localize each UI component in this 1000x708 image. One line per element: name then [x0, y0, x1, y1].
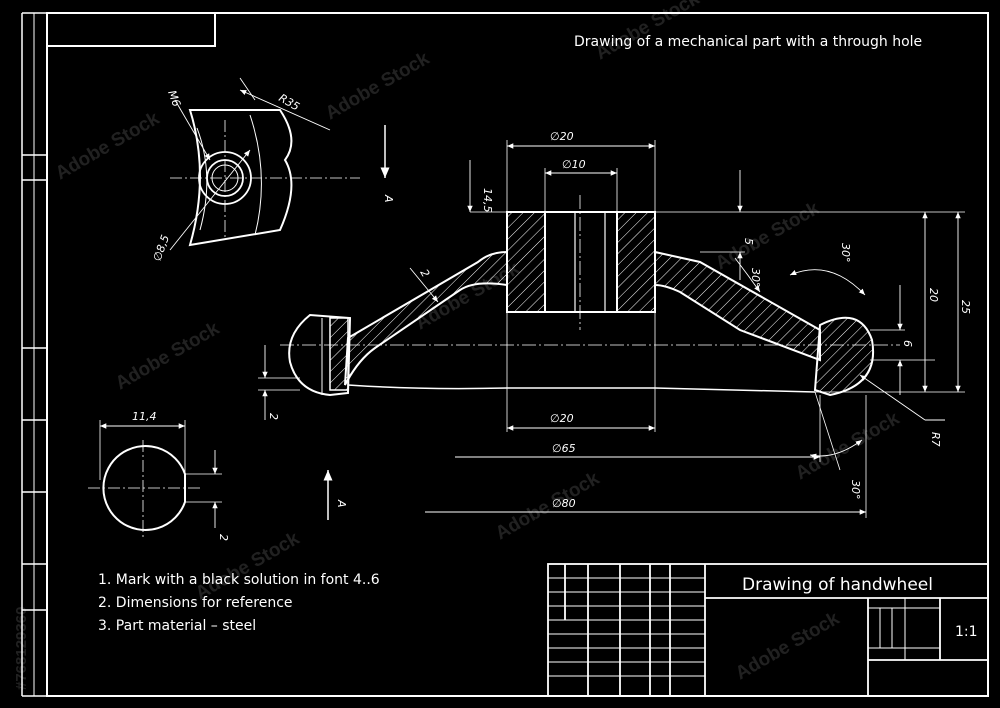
watermark-text: Adobe Stock	[712, 198, 823, 274]
dim-h20: 20	[927, 288, 940, 302]
dim-m6: M6	[165, 89, 183, 109]
detail-view-threaded-hole: M6 R35 ∅8,5	[151, 77, 360, 263]
dim-angle-30-1: 30°	[839, 243, 852, 263]
watermark-text: Adobe Stock	[792, 408, 903, 484]
dim-d80: ∅80	[552, 497, 576, 510]
title-block	[547, 563, 989, 697]
main-dimensions: ∅20 ∅10 14,5 ∅20 ∅65 ∅80 5 20 25 6	[258, 130, 972, 518]
note-item: 1. Mark with a black solution in font 4.…	[98, 572, 380, 588]
dim-r7: R7	[929, 432, 942, 447]
section-label-a-top: A	[382, 194, 395, 203]
drawing-title: Drawing of handwheel	[742, 575, 933, 595]
dim-h2-left: 2	[267, 413, 280, 420]
dim-angle-30-3: 30°	[849, 480, 862, 500]
watermark-text: Adobe Stock	[732, 608, 843, 684]
dim-d65: ∅65	[552, 442, 576, 455]
dim-h25: 25	[959, 300, 972, 314]
notes-list: 1. Mark with a black solution in font 4.…	[98, 572, 380, 634]
watermark-text: Adobe Stock	[492, 468, 603, 544]
detail-view-keyed-hole: 11,4 2	[88, 410, 230, 541]
dim-h6: 6	[901, 340, 914, 347]
dim-d20-top: ∅20	[550, 130, 574, 143]
dim-w2-key: 2	[217, 534, 230, 541]
dim-h5: 5	[742, 238, 755, 245]
dim-w2-thickness: 2	[417, 267, 432, 280]
dim-h14-5: 14,5	[481, 188, 494, 213]
section-label-a-bottom: A	[335, 499, 348, 508]
note-item: 3. Part material – steel	[98, 618, 256, 634]
main-section-view	[280, 195, 900, 397]
watermark-text: Adobe Stock	[52, 108, 163, 184]
dim-w11-4: 11,4	[132, 410, 157, 423]
scale-label: 1:1	[955, 624, 978, 640]
watermark-text: Adobe Stock	[322, 48, 433, 124]
drawing-caption: Drawing of a mechanical part with a thro…	[574, 34, 922, 50]
watermark-text: Adobe Stock	[112, 318, 223, 394]
dim-d10: ∅10	[562, 158, 586, 171]
dim-angle-30-2: 30°	[749, 268, 762, 288]
note-item: 2. Dimensions for reference	[98, 595, 293, 611]
watermark-text: Adobe Stock	[592, 0, 703, 64]
section-markers: A A	[323, 125, 395, 520]
dim-d8-5: ∅8,5	[151, 233, 172, 263]
drawing-frame	[21, 12, 989, 697]
dim-d20-bottom: ∅20	[550, 412, 574, 425]
watermark-text: Adobe Stock	[192, 528, 303, 604]
